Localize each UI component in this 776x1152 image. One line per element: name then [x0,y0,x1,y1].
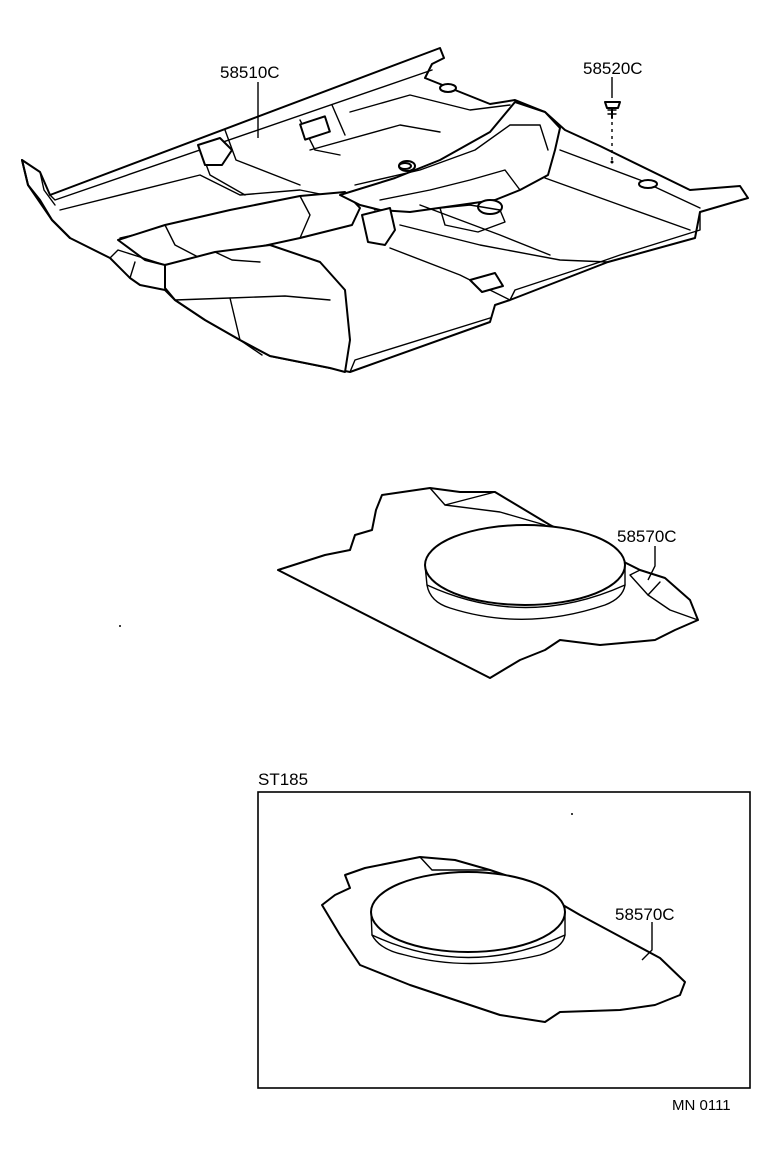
variant-box [257,791,751,1089]
label-58570c-st185: 58570C [615,905,675,924]
label-58570c: 58570C [617,527,677,546]
clip-drawing [604,101,621,164]
label-58520c: 58520C [583,59,643,78]
diagram-code: MN 0111 [672,1097,731,1114]
rear-mat-drawing [277,487,699,679]
floor-carpet-drawing [21,47,749,373]
leader-rear-mat-st185 [641,922,653,961]
rear-mat-st185-drawing [321,856,686,1023]
label-58510c: 58510C [220,63,280,82]
leader-rear-mat [647,546,656,581]
variant-label-st185: ST185 [258,770,308,789]
